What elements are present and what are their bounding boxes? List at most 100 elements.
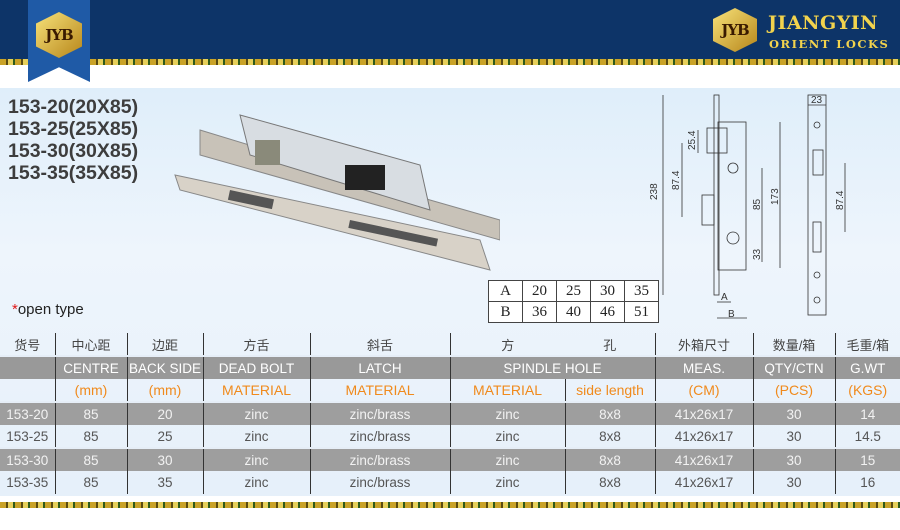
- table-cell: zinc: [449, 471, 565, 494]
- header-cell: LATCH: [309, 355, 450, 379]
- header-cell: side length: [564, 379, 655, 402]
- dim-value: 36: [522, 301, 557, 323]
- table-cell: zinc: [202, 425, 310, 448]
- dim-B: B: [728, 309, 735, 320]
- dim-value: 46: [590, 301, 625, 323]
- dim-value: 25: [556, 280, 591, 302]
- header-row-english: CENTRE BACK SIDE DEAD BOLT LATCH SPINDLE…: [0, 355, 900, 379]
- table-cell: zinc/brass: [309, 425, 450, 448]
- logo-text: JYB: [45, 26, 74, 44]
- gold-border-bottom: [0, 502, 900, 508]
- header-cell: 中心距: [54, 333, 127, 356]
- case-outline: [717, 121, 747, 271]
- header-cell: (PCS): [752, 379, 835, 402]
- table-cell: zinc/brass: [309, 447, 450, 471]
- table-cell: 8x8: [564, 447, 655, 471]
- model-item: 153-30(30X85): [8, 140, 139, 162]
- dim-value: 40: [556, 301, 591, 323]
- table-cell: zinc: [449, 401, 565, 425]
- dim-87-4: 87.4: [671, 170, 682, 190]
- header-cell: G.WT: [834, 355, 900, 379]
- header-banner: [0, 0, 900, 59]
- table-cell: 41x26x17: [654, 425, 753, 448]
- dim-value: 51: [624, 301, 659, 323]
- table-cell: 8x8: [564, 401, 655, 425]
- brand-subtitle: ORIENT LOCKS: [769, 37, 890, 51]
- table-cell: 30: [126, 447, 203, 471]
- header-cell: 孔: [603, 337, 617, 353]
- table-cell: 41x26x17: [654, 447, 753, 471]
- header-cell: (mm): [126, 379, 203, 402]
- header-cell: QTY/CTN: [752, 355, 835, 379]
- table-cell: zinc: [202, 401, 310, 425]
- table-cell: 14: [834, 401, 900, 425]
- header-cell: 斜舌: [309, 333, 450, 356]
- header-cell: 数量/箱: [752, 333, 835, 356]
- table-cell: 25: [126, 425, 203, 448]
- logo-text: JYB: [721, 21, 750, 39]
- open-type-label: open type: [17, 301, 84, 318]
- model-list: 153-20(20X85) 153-25(25X85) 153-30(30X85…: [8, 96, 138, 184]
- header-cell: 边距: [126, 333, 203, 356]
- header-cell: 外箱尺寸: [654, 333, 753, 356]
- dim-173: 173: [770, 188, 781, 205]
- table-cell: 14.5: [834, 425, 900, 448]
- table-cell: 35: [126, 471, 203, 494]
- table-cell: 85: [54, 425, 127, 448]
- dead-bolt: [345, 165, 385, 190]
- dim-23: 23: [811, 95, 823, 106]
- table-cell: zinc: [449, 447, 565, 471]
- table-cell: 30: [752, 401, 835, 425]
- asterisk: *: [12, 301, 18, 318]
- bolt-outline: [701, 194, 715, 226]
- header-cell: 方: [449, 333, 565, 356]
- model-item: 153-20(20X85): [8, 96, 139, 118]
- table-cell: 8x8: [564, 471, 655, 494]
- dim-238: 238: [649, 183, 660, 200]
- dim-row-b: B 36 40 46 51: [488, 301, 659, 323]
- strike-latch-outline: [812, 149, 824, 176]
- header-cell: MATERIAL: [202, 379, 310, 402]
- dim-value: 20: [522, 280, 557, 302]
- dim-25-4: 25.4: [687, 130, 698, 150]
- strike-outline: [807, 94, 827, 316]
- header-cell: (KGS): [834, 379, 900, 402]
- table-cell: zinc: [202, 471, 310, 494]
- model-item: 153-25(25X85): [8, 118, 139, 140]
- table-cell: 153-30: [0, 447, 55, 471]
- brand-name: JIANGYIN: [768, 12, 879, 34]
- spindle-hole: [727, 162, 739, 174]
- header-cell: DEAD BOLT: [202, 355, 310, 379]
- technical-drawing: 238 25.4 87.4 85 173 33 A B 23 87.4: [649, 94, 846, 320]
- strike-hole: [227, 189, 275, 210]
- dim-85: 85: [752, 198, 763, 210]
- dim-87-4-strike: 87.4: [835, 190, 846, 210]
- cylinder-hole: [726, 231, 740, 245]
- table-cell: 85: [54, 401, 127, 425]
- header-cell: MATERIAL: [309, 379, 450, 402]
- header-row-units: (mm) (mm) MATERIAL MATERIAL MATERIAL sid…: [0, 379, 900, 402]
- table-cell: 30: [752, 471, 835, 494]
- dim-value: 35: [624, 280, 659, 302]
- header-cell: 毛重/箱: [834, 333, 900, 356]
- table-cell: 153-20: [0, 401, 55, 425]
- header-cell: 方舌: [202, 333, 310, 356]
- table-cell: 153-25: [6, 428, 49, 444]
- dim-label: A: [488, 280, 523, 302]
- header-cell: MEAS.: [654, 355, 753, 379]
- table-cell: 85: [54, 447, 127, 471]
- table-cell: zinc: [449, 425, 565, 448]
- gold-border-top: [0, 59, 900, 65]
- header-cell: SPINDLE HOLE: [449, 355, 655, 379]
- table-cell: 85: [54, 471, 127, 494]
- dimension-table: A 20 25 30 35 B 36 40 46 51: [488, 280, 659, 323]
- table-cell: 20: [126, 401, 203, 425]
- table-cell: 41x26x17: [654, 471, 753, 494]
- table-cell: zinc/brass: [309, 401, 450, 425]
- header-row-chinese: 货号 中心距 边距 方舌 斜舌 方 孔 外箱尺寸 数量/箱 毛重/箱: [0, 333, 900, 356]
- header-cell: (CM): [654, 379, 753, 402]
